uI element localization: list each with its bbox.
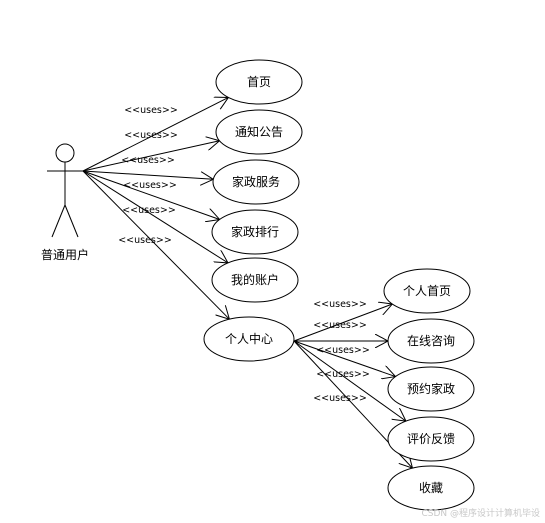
use-case-center-label: 个人中心 [225,331,273,346]
use-case-service-ellipse [212,159,300,205]
use-case-consult-ellipse [387,318,475,364]
booking-uses-edge [293,340,396,377]
use-case-rank: 家政排行 [211,209,299,255]
actor-head [55,143,75,163]
consult-uses-label: <<uses>> [313,320,367,331]
use-case-personal-home: 个人首页 [383,268,471,314]
actor: 普通用户 [41,143,89,262]
use-case-consult: 在线咨询 [387,318,475,364]
rank-uses-label: <<uses>> [123,180,177,191]
use-case-consult-label: 在线咨询 [407,333,455,348]
use-case-feedback: 评价反馈 [387,416,475,462]
service-uses-edge [82,170,213,179]
actor-leg-left [51,204,66,238]
use-case-notice: 通知公告 [215,109,303,155]
use-case-account-ellipse [211,257,299,303]
use-case-feedback-label: 评价反馈 [407,432,455,446]
use-case-rank-label: 家政排行 [231,224,279,239]
use-case-booking: 预约家政 [387,366,475,412]
use-case-favorites: 收藏 [387,465,475,511]
use-case-favorites-label: 收藏 [419,481,443,495]
center-uses-label: <<uses>> [118,235,172,246]
use-case-booking-ellipse [387,366,475,412]
use-case-home-label: 首页 [247,75,271,89]
use-case-notice-ellipse [215,109,303,155]
actor-label: 普通用户 [41,247,89,262]
use-case-rank-ellipse [211,209,299,255]
home-uses-label: <<uses>> [124,105,178,116]
use-case-booking-label: 预约家政 [407,381,455,396]
use-case-center-ellipse [203,316,295,362]
use-case-personal-home-label: 个人首页 [403,284,451,298]
booking-uses-label: <<uses>> [316,345,370,356]
rank-uses-edge [82,170,220,219]
service-uses-label: <<uses>> [121,155,175,166]
personal-home-uses-label: <<uses>> [313,299,367,310]
use-case-feedback-ellipse [387,416,475,462]
account-uses-edge [82,170,228,263]
edges: <<uses>> <<uses>> <<uses>> <<uses>> <<uses>>… [82,97,412,468]
home-uses-edge [82,97,228,172]
use-case-account-label: 我的账户 [231,272,279,287]
use-case-personal-home-ellipse [383,268,471,314]
watermark: CSDN @程序设计计算机毕设 [421,507,540,519]
use-case-service: 家政服务 [212,159,300,205]
personal-home-uses-edge [293,304,392,342]
use-case-notice-label: 通知公告 [235,125,283,139]
actor-leg-right [64,204,79,238]
favorites-uses-label: <<uses>> [313,393,367,404]
center-uses-edge [82,170,229,319]
use-case-service-label: 家政服务 [232,174,280,189]
feedback-uses-edge [293,340,406,421]
notice-uses-edge [82,141,220,172]
account-uses-label: <<uses>> [122,205,176,216]
use-case-center: 个人中心 [203,316,295,362]
use-case-home: 首页 [215,59,303,105]
use-case-home-ellipse [215,59,303,105]
feedback-uses-label: <<uses>> [316,369,370,380]
notice-uses-label: <<uses>> [124,130,178,141]
use-case-account: 我的账户 [211,257,299,303]
use-case-favorites-ellipse [387,465,475,511]
